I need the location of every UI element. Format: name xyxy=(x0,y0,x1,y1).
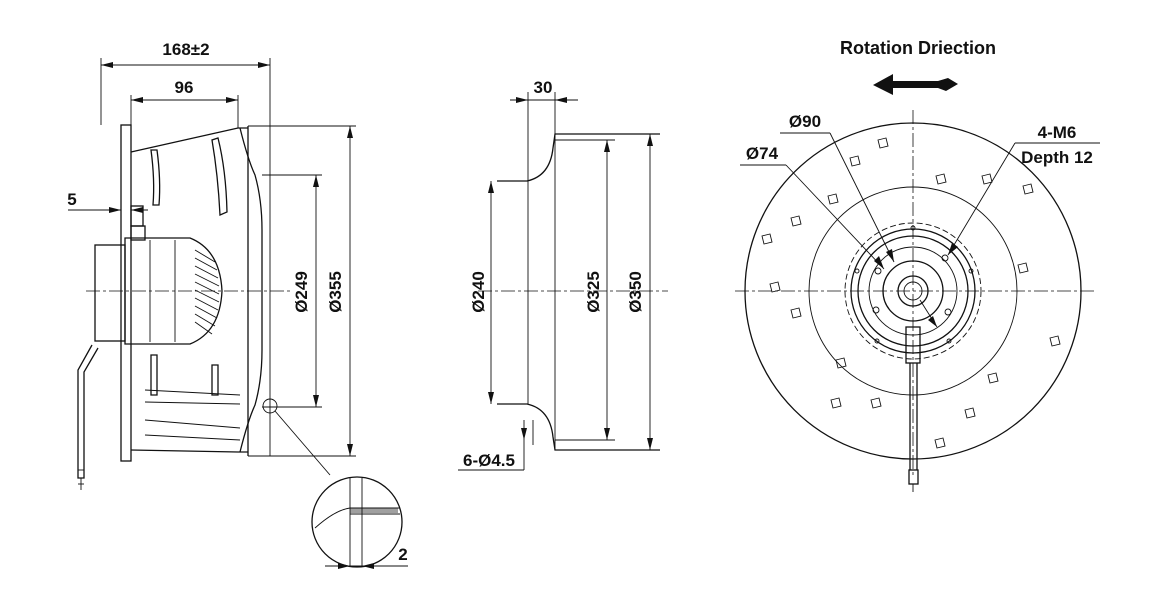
dim-section-width: 30 xyxy=(534,78,553,97)
dim-diameter-240: Ø240 xyxy=(469,271,488,313)
dim-diameter-249: Ø249 xyxy=(292,271,311,313)
dim-thread-spec: 4-M6 xyxy=(1038,123,1077,142)
impeller-inner-circle xyxy=(808,186,1018,396)
dim-inner-length: 96 xyxy=(175,78,194,97)
blade-tips xyxy=(761,137,1061,449)
dim-hub-diameter-90: Ø90 xyxy=(789,112,821,131)
motor-fins xyxy=(149,240,220,342)
impeller-outer-circle xyxy=(744,122,1082,460)
shroud-upper xyxy=(130,127,248,153)
detail-circle xyxy=(311,476,403,568)
detail-marker-circle xyxy=(262,398,278,414)
rotation-direction-label: Rotation Driection xyxy=(840,38,996,58)
backplate-lower xyxy=(239,290,263,453)
cable-outlet xyxy=(905,326,921,364)
pitch-circle xyxy=(844,222,982,360)
section-view: 30 Ø240 Ø325 Ø350 6-Ø4.5 xyxy=(458,78,668,471)
blades xyxy=(144,137,241,441)
motor-body xyxy=(124,237,223,345)
hub-outer-circle xyxy=(850,228,976,354)
side-view: 168±2 96 5 Ø249 Ø355 2 xyxy=(67,40,408,569)
mounting-flange xyxy=(120,124,132,462)
dim-thread-depth: Depth 12 xyxy=(1021,148,1093,167)
inlet-profile-lower xyxy=(497,403,660,451)
dim-overall-length: 168±2 xyxy=(162,40,209,59)
dim-diameter-355: Ø355 xyxy=(326,271,345,313)
dim-holes: 6-Ø4.5 xyxy=(463,451,515,470)
cable-end xyxy=(908,469,919,485)
dim-flange-thickness: 5 xyxy=(67,190,76,209)
shroud-lower xyxy=(130,449,248,453)
front-view: Ø90 Ø74 4-M6 Depth 12 Rotation Driection xyxy=(735,38,1100,492)
dim-detail-wall: 2 xyxy=(398,545,407,564)
shaft-circle xyxy=(897,275,929,307)
backplate-upper xyxy=(239,127,263,290)
bracket-nut xyxy=(130,225,146,241)
dim-diameter-350: Ø350 xyxy=(626,271,645,313)
power-cable xyxy=(77,344,99,479)
dim-hub-diameter-74: Ø74 xyxy=(746,144,779,163)
rotation-arrow-icon xyxy=(873,74,958,95)
inlet-profile-upper xyxy=(497,133,660,182)
dim-diameter-325: Ø325 xyxy=(584,271,603,313)
